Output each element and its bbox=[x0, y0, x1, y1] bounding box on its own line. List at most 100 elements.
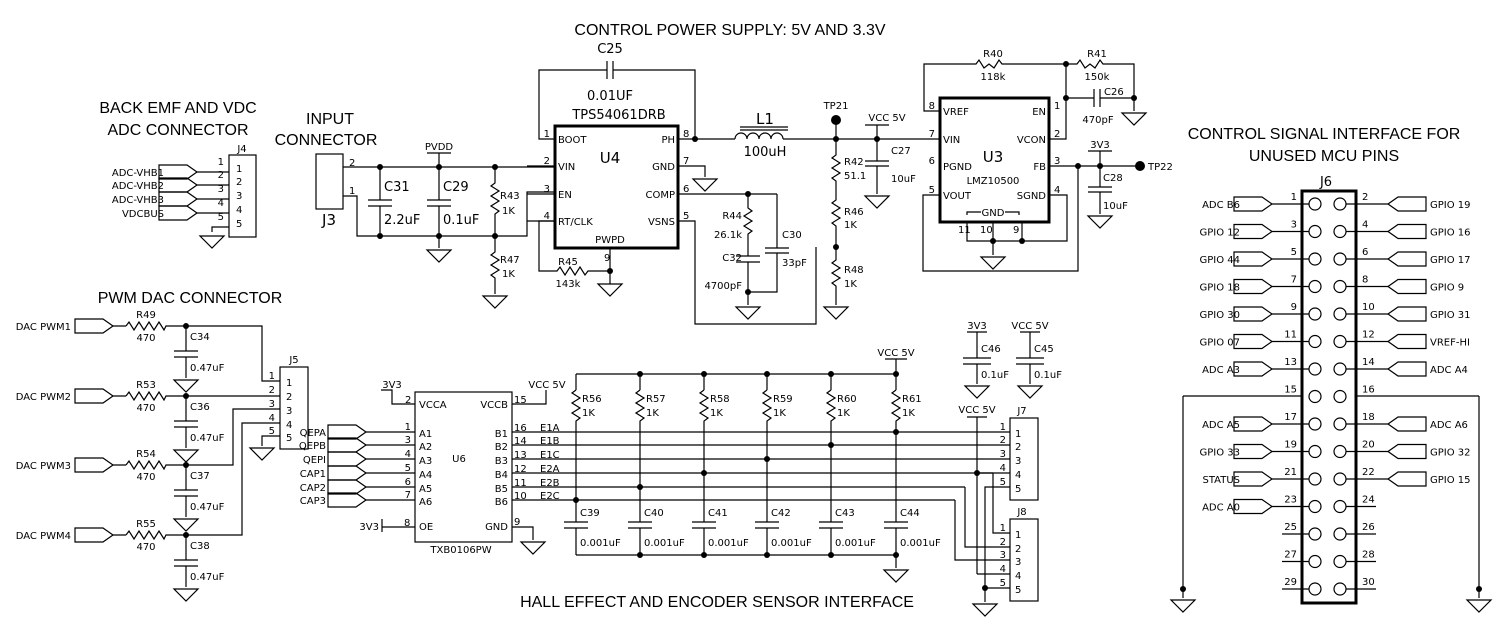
svg-text:L1: L1 bbox=[756, 110, 774, 128]
j4-pin-number: 4 bbox=[218, 198, 224, 209]
r43-r47-divider: R43 1K R47 1K bbox=[482, 164, 555, 309]
u4-pin-number: 4 bbox=[544, 211, 550, 222]
j6-net-label: ADC A0 bbox=[1202, 503, 1240, 514]
ground-symbol bbox=[173, 449, 199, 463]
j6-pin-number: 11 bbox=[1284, 330, 1297, 341]
u6-txb0106pw: U6 TXB0106PW 3V3 2 VCCA VCCB 15 VCC 5V Q… bbox=[299, 380, 1010, 556]
j4-pin-label: 2 bbox=[236, 177, 242, 188]
j6-pin-number: 5 bbox=[1291, 247, 1297, 258]
j8-pin-label: 2 bbox=[1015, 544, 1021, 555]
j6-pin-hole bbox=[1333, 389, 1347, 404]
u6-pin-name: B6 bbox=[495, 497, 508, 508]
svg-text:C46: C46 bbox=[981, 344, 1001, 355]
u6-pin-name: A5 bbox=[419, 484, 432, 495]
u4-pin-name: PH bbox=[661, 135, 675, 146]
j6-pin-hole bbox=[1308, 334, 1322, 349]
j6-pin-number: 30 bbox=[1362, 577, 1375, 588]
filter-cap-ref: C42 bbox=[771, 508, 791, 519]
svg-text:VCC 5V: VCC 5V bbox=[958, 405, 995, 416]
j6-net-label: GPIO 07 bbox=[1199, 338, 1240, 349]
svg-text:TP22: TP22 bbox=[1147, 162, 1173, 173]
j6-pin-hole bbox=[1333, 252, 1347, 266]
j6-pin-number: 26 bbox=[1362, 522, 1375, 533]
u6-pin-name: A2 bbox=[419, 442, 432, 453]
u6-b-net-label: E2C bbox=[540, 491, 560, 502]
j5-pin-label: 4 bbox=[286, 420, 292, 431]
svg-text:9: 9 bbox=[604, 253, 610, 264]
ground-symbol bbox=[173, 588, 199, 602]
u4-pin-number: 6 bbox=[683, 184, 689, 195]
j7-pin-number: 2 bbox=[1000, 435, 1006, 446]
svg-text:GND: GND bbox=[485, 522, 508, 533]
l1-inductor: L1 100uH bbox=[734, 110, 915, 160]
u6-a-net-label: CAP2 bbox=[300, 483, 326, 494]
j3-ref: J3 bbox=[321, 211, 336, 229]
j6-pin-hole bbox=[1333, 582, 1347, 596]
svg-text:OE: OE bbox=[419, 522, 433, 533]
j7-pin-label: 2 bbox=[1015, 442, 1021, 453]
svg-text:C25: C25 bbox=[597, 42, 623, 57]
title-back-emf-line2: ADC CONNECTOR bbox=[107, 122, 248, 139]
j6-pin-number: 22 bbox=[1362, 467, 1375, 478]
filter-cap-value: 0.001uF bbox=[580, 538, 621, 549]
svg-text:9: 9 bbox=[1013, 225, 1019, 236]
j6-pin-hole bbox=[1308, 252, 1322, 266]
j7-pin-number: 4 bbox=[1000, 463, 1006, 474]
svg-text:2: 2 bbox=[405, 395, 411, 406]
dac-resistor-ref: R49 bbox=[136, 310, 156, 321]
u6-pin-name: B4 bbox=[495, 470, 508, 481]
svg-text:3V3: 3V3 bbox=[382, 380, 402, 391]
u6-a-net-label: QEPI bbox=[303, 455, 326, 466]
j6-pin-hole bbox=[1308, 389, 1322, 404]
u6-pin-number: 16 bbox=[514, 423, 527, 434]
j7-pin-number: 3 bbox=[1000, 449, 1006, 460]
filter-cap-ref: C41 bbox=[708, 508, 728, 519]
dac-cap-value: 0.47uF bbox=[190, 572, 225, 583]
j6-net-label: ADC A4 bbox=[1430, 365, 1468, 376]
svg-text:TPS54061DRB: TPS54061DRB bbox=[571, 108, 665, 123]
filter-cap-value: 0.001uF bbox=[900, 538, 941, 549]
j6-pin-hole bbox=[1333, 527, 1347, 541]
j8-pin-label: 1 bbox=[1015, 530, 1021, 541]
svg-text:TP21: TP21 bbox=[823, 101, 849, 112]
j6-pin-hole bbox=[1308, 307, 1322, 321]
j6-net-label: ADC A6 bbox=[1430, 420, 1468, 431]
svg-text:1K: 1K bbox=[844, 220, 857, 231]
u4-pin-number: 7 bbox=[683, 156, 689, 167]
comp-network: R44 26.1k C32 4700pF C30 33pF bbox=[704, 191, 807, 320]
dac-resistor-value: 470 bbox=[136, 472, 155, 483]
u6-b-net-label: E2B bbox=[540, 478, 560, 489]
svg-text:J8: J8 bbox=[1016, 507, 1026, 518]
u6-b-net-label: E2A bbox=[540, 464, 560, 475]
j6-pin-number: 20 bbox=[1362, 440, 1375, 451]
u4-pin-name: RT/CLK bbox=[558, 217, 593, 228]
svg-text:PWPD: PWPD bbox=[595, 235, 625, 246]
dac-cap-value: 0.47uF bbox=[190, 502, 225, 513]
u6-pin-number: 4 bbox=[405, 449, 411, 460]
dac-net-label: DAC PWM3 bbox=[16, 461, 71, 472]
svg-text:U6: U6 bbox=[452, 454, 466, 465]
svg-text:R40: R40 bbox=[983, 49, 1003, 60]
pullup-resistor-value: 1K bbox=[646, 408, 659, 419]
pullup-resistor-ref: R56 bbox=[582, 394, 602, 405]
u6-pin-number: 13 bbox=[514, 450, 527, 461]
u3-pin-name: FB bbox=[1033, 162, 1046, 173]
j6-net-label: GPIO 44 bbox=[1199, 255, 1240, 266]
j5-pin-label: 1 bbox=[286, 378, 292, 389]
u6-a-net-label: CAP1 bbox=[300, 469, 326, 480]
j6-net-label: ADC B6 bbox=[1202, 200, 1240, 211]
svg-text:15: 15 bbox=[514, 395, 527, 406]
svg-text:100uH: 100uH bbox=[744, 145, 787, 160]
svg-text:4700pF: 4700pF bbox=[704, 281, 742, 292]
svg-text:U4: U4 bbox=[600, 149, 621, 167]
j8-pin-number: 2 bbox=[1000, 537, 1006, 548]
j6-net-label: GPIO 33 bbox=[1199, 448, 1240, 459]
filter-cap-ref: C44 bbox=[900, 508, 920, 519]
title-back-emf-line1: BACK EMF AND VDC bbox=[99, 100, 256, 117]
j6-net-label: GPIO 32 bbox=[1430, 448, 1471, 459]
j6-pin-number: 12 bbox=[1362, 330, 1375, 341]
pullup-network: VCC 5V R561KC390.001uFR571KC400.001uFR58… bbox=[564, 348, 941, 583]
title-power-supply: CONTROL POWER SUPPLY: 5V AND 3.3V bbox=[574, 22, 886, 39]
filter-cap-value: 0.001uF bbox=[771, 538, 812, 549]
